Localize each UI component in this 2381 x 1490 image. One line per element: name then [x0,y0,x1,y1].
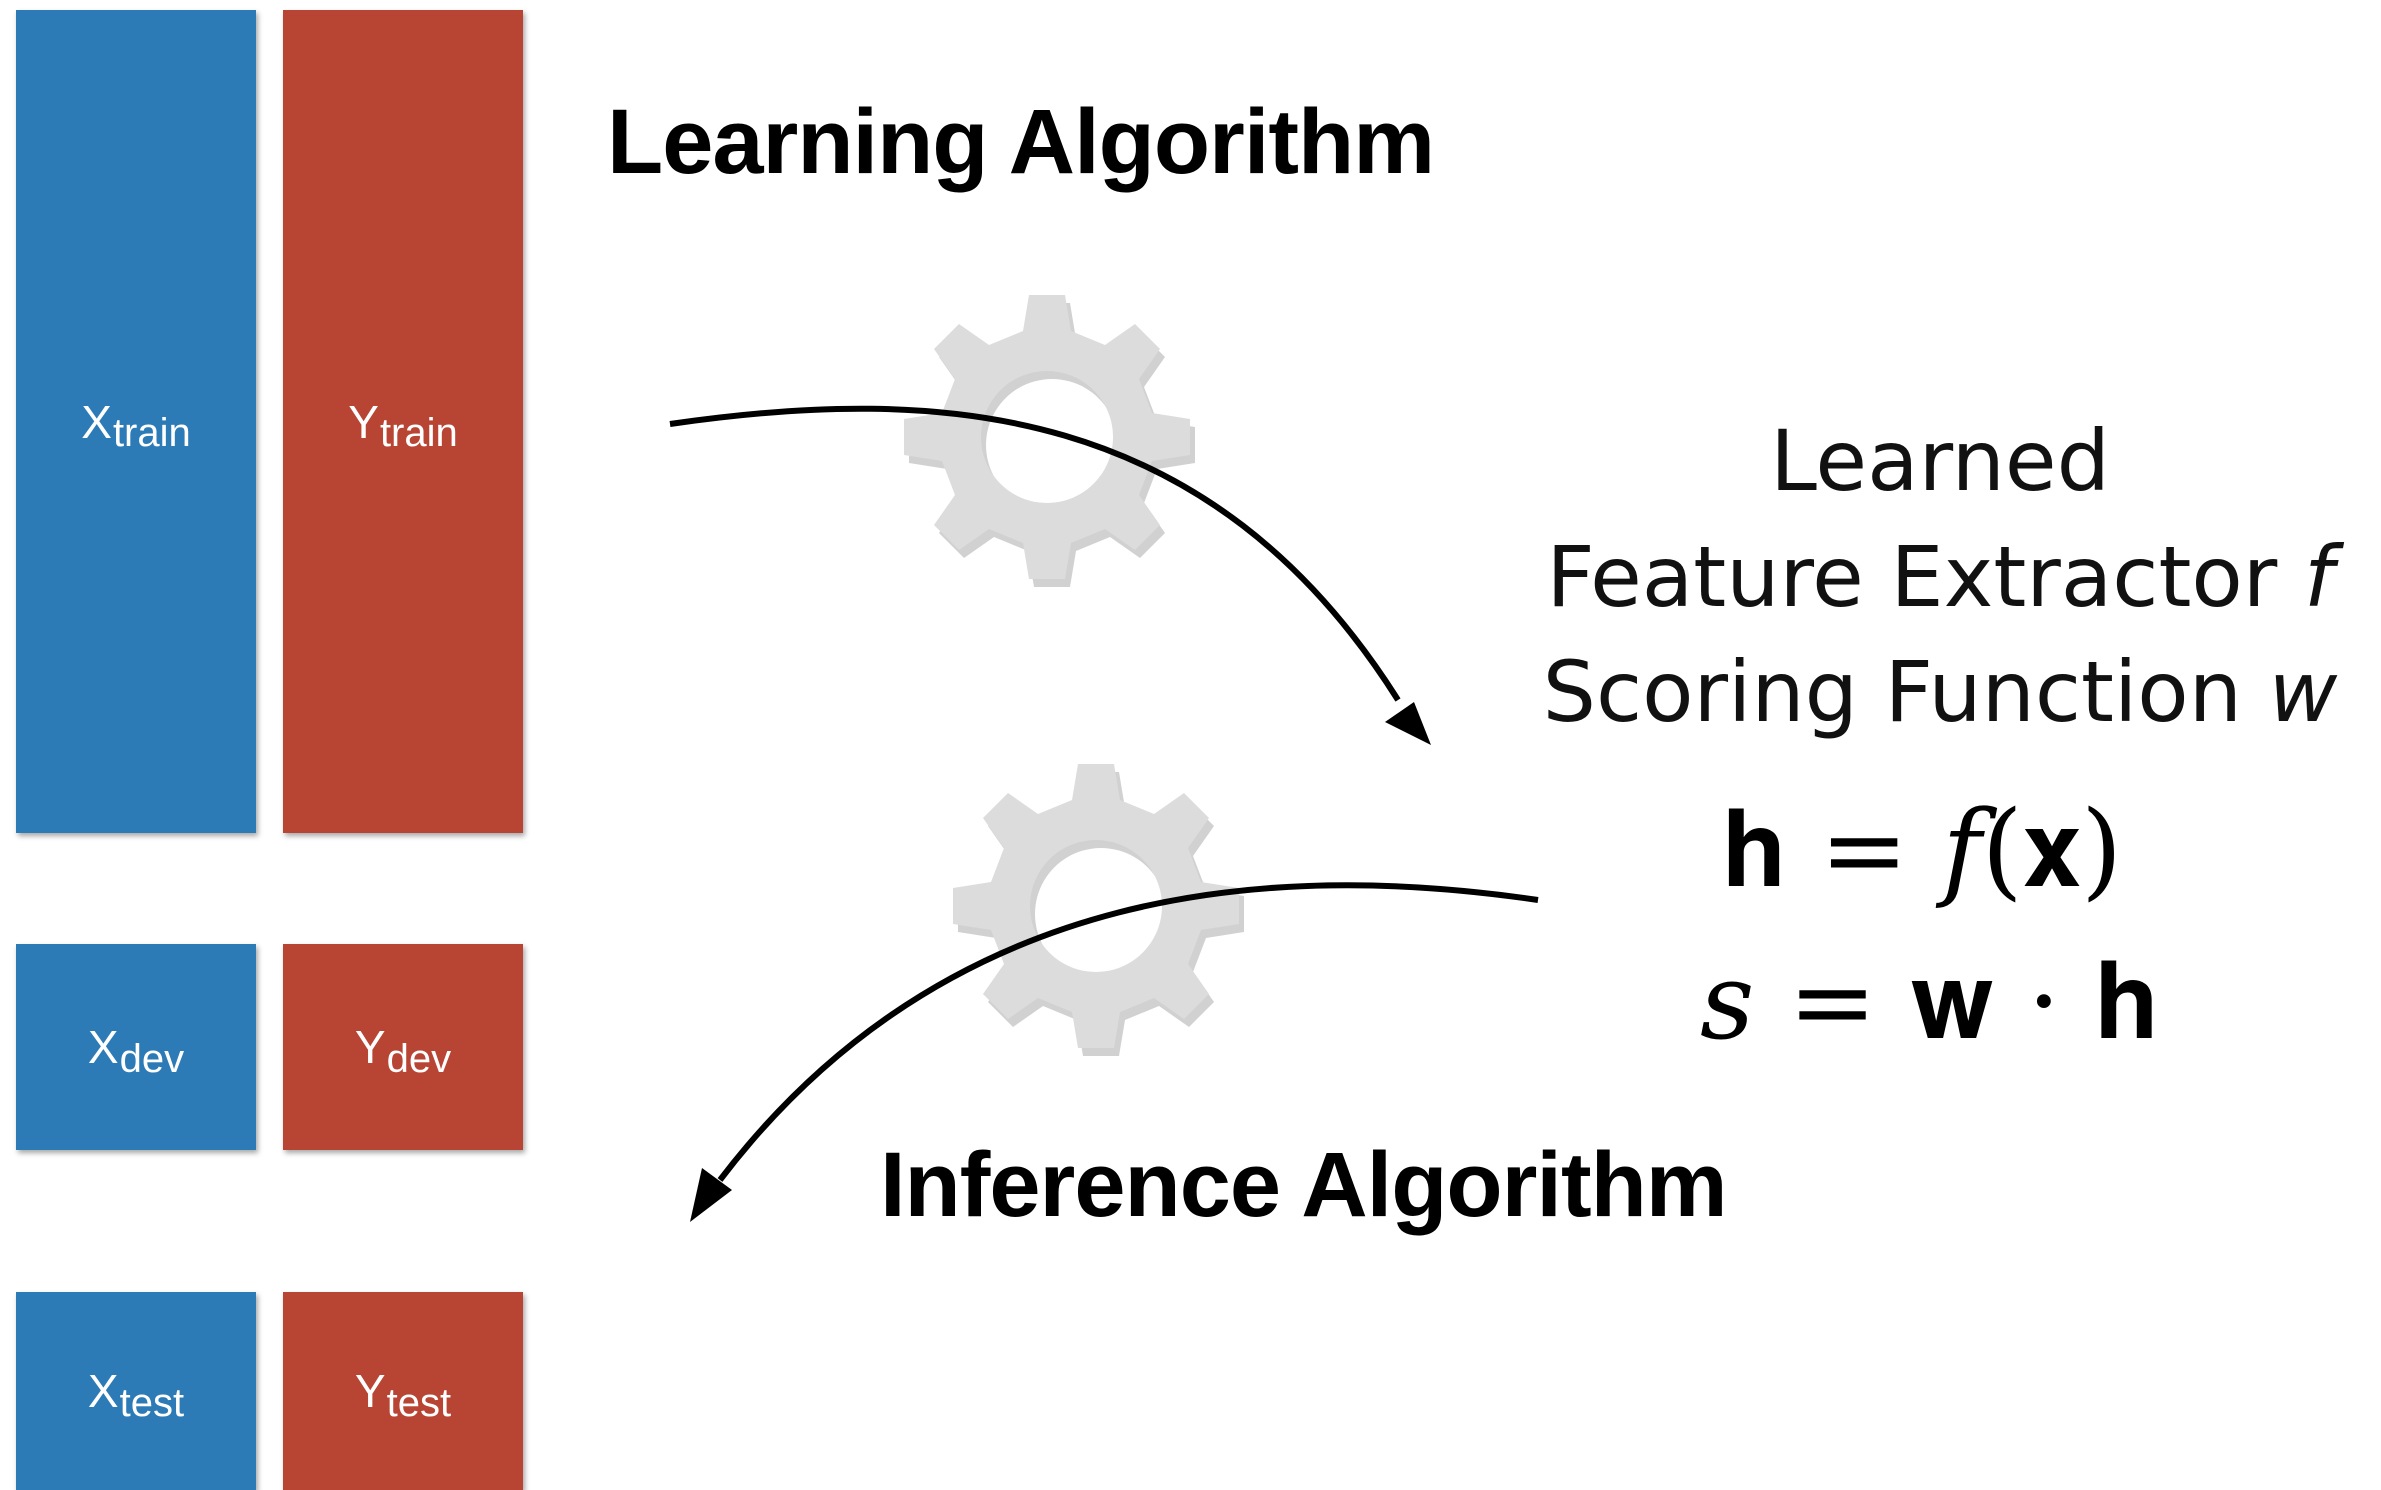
learning-arrow-line [669,405,1401,702]
y-train-label: Y [348,395,379,448]
score-equation: 𝑠 = 𝐰 · 𝐡 [1700,940,2159,1063]
y-train-subscript: train [379,411,458,455]
y-test-subscript: test [386,1380,452,1425]
feature-extractor-variable: f [2304,528,2334,626]
y-dev-subscript: dev [386,1036,452,1081]
y-dev-label: Y [354,1021,386,1073]
y-test-label: Y [354,1365,386,1417]
learning-algorithm-title: Learning Algorithm [607,91,1435,193]
inference-gear-icon [953,764,1244,1056]
learning-arrow-head [1385,702,1431,745]
scoring-function-label: Scoring Function w [1460,643,2381,741]
feature-extractor-text: Feature Extractor [1546,528,2305,626]
inference-arrow-line [717,882,1539,1182]
x-dev-subscript: dev [119,1036,185,1081]
feature-equation: 𝐡 = 𝑓(𝐱) [1722,788,2123,911]
scoring-function-variable: w [2268,643,2338,741]
x-train-label: X [81,395,112,448]
learning-gear-icon [904,295,1195,587]
x-dev-label: X [87,1021,119,1073]
x-train-subscript: train [112,411,191,455]
x-test-subscript: test [119,1380,185,1425]
feature-extractor-label: Feature Extractor f [1460,528,2381,626]
inference-algorithm-title: Inference Algorithm [880,1134,1728,1236]
scoring-function-text: Scoring Function [1542,643,2269,741]
learned-heading: Learned [1770,412,2110,510]
inference-arrow-head [690,1168,732,1222]
x-test-label: X [87,1365,119,1417]
